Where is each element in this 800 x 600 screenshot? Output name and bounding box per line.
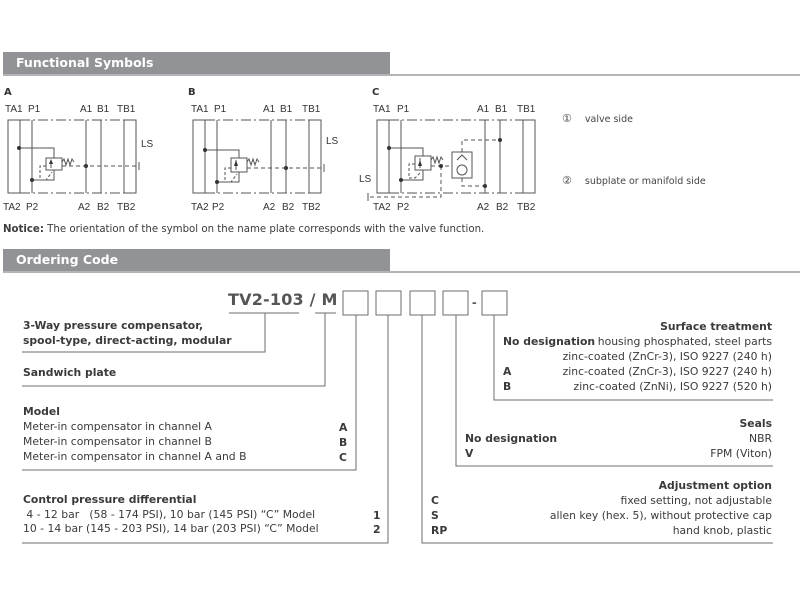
port-label: TA1 — [373, 104, 391, 115]
surface-option-text: zinc-coated (ZnNi), ISO 9227 (520 h) — [573, 380, 772, 393]
code-box-surface — [481, 290, 508, 316]
legend-subplate-side: ② subplate or manifold side — [562, 174, 706, 187]
functional-symbols-header: Functional Symbols — [3, 52, 390, 74]
functional-symbols-rule — [3, 74, 800, 76]
sandwich-label: Sandwich plate — [23, 366, 117, 379]
port-label: A2 — [477, 202, 490, 213]
code-dash: - — [472, 294, 477, 310]
port-label: TA2 — [3, 202, 21, 213]
port-label: P2 — [212, 202, 225, 213]
adjustment-option-text: allen key (hex. 5), without protective c… — [549, 509, 772, 522]
seals-option-code: V — [465, 447, 474, 460]
surface-option-code: A — [503, 365, 512, 378]
symbol-c-diagram: TA1 P1 A1 B1 TB1 TA2 P2 A2 B2 TB2 LS — [359, 104, 536, 213]
port-label: TB1 — [302, 104, 321, 115]
port-label: P1 — [214, 104, 227, 115]
model-option-code: C — [339, 451, 347, 464]
port-label: TB1 — [117, 104, 136, 115]
legend-marker: ② — [562, 174, 572, 187]
port-label: B2 — [282, 202, 295, 213]
symbol-a-letter: A — [4, 87, 12, 98]
notice-label: Notice: — [3, 224, 44, 235]
notice: Notice: The orientation of the symbol on… — [3, 224, 484, 235]
model-title: Model — [23, 405, 60, 418]
seals-option-text: NBR — [749, 432, 772, 445]
code-box-pressure — [375, 290, 402, 316]
surface-title: Surface treatment — [660, 320, 772, 333]
seals-title: Seals — [739, 417, 772, 430]
port-label: B2 — [496, 202, 509, 213]
surface-no-designation: No designation — [503, 335, 596, 348]
port-label: TA2 — [373, 202, 391, 213]
pressure-option-text: 10 - 14 bar (145 - 203 PSI), 14 bar (203… — [23, 522, 319, 535]
notice-text: The orientation of the symbol on the nam… — [43, 224, 485, 235]
port-label: P2 — [26, 202, 39, 213]
port-label: B1 — [97, 104, 110, 115]
port-label: B1 — [280, 104, 293, 115]
port-label: P1 — [28, 104, 41, 115]
ls-label: LS — [359, 174, 372, 185]
port-label: A2 — [263, 202, 276, 213]
port-label: B2 — [97, 202, 110, 213]
seals-option-code: No designation — [465, 432, 558, 445]
port-label: A1 — [263, 104, 276, 115]
port-label: TB2 — [302, 202, 321, 213]
model-option-text: Meter-in compensator in channel B — [23, 435, 212, 448]
port-label: A1 — [477, 104, 490, 115]
adjustment-option-text: hand knob, plastic — [672, 524, 772, 537]
surface-no-designation-text1: housing phosphated, steel parts — [597, 335, 772, 348]
model-option-text: Meter-in compensator in channel A — [23, 420, 212, 433]
pressure-option-code: 1 — [373, 509, 381, 522]
code-box-model — [342, 290, 369, 316]
port-label: TA1 — [5, 104, 23, 115]
pressure-option-text: 4 - 12 bar (58 - 174 PSI), 10 bar (145 P… — [23, 508, 316, 521]
ordering-code-prefix: TV2-103 / M — [228, 290, 338, 309]
code-box-seals — [442, 290, 469, 316]
ls-label: LS — [326, 136, 339, 147]
surface-no-designation-text2: zinc-coated (ZnCr-3), ISO 9227 (240 h) — [562, 350, 772, 363]
adjustment-title: Adjustment option — [658, 479, 772, 492]
surface-option-code: B — [503, 380, 512, 393]
port-label: A2 — [78, 202, 91, 213]
symbol-b-letter: B — [188, 87, 196, 98]
port-label: TB2 — [117, 202, 136, 213]
symbol-a-diagram: TA1 P1 A1 B1 TB1 TA2 P2 A2 B2 TB2 LS — [3, 104, 154, 213]
legend-text: valve side — [584, 114, 633, 125]
legend-marker: ① — [562, 112, 572, 125]
port-label: TB1 — [517, 104, 536, 115]
ordering-code-header: Ordering Code — [3, 249, 390, 271]
model-option-code: B — [339, 436, 348, 449]
legend-text: subplate or manifold side — [584, 176, 706, 187]
port-label: TB2 — [517, 202, 536, 213]
model-option-text: Meter-in compensator in channel A and B — [23, 450, 247, 463]
port-label: TA2 — [191, 202, 209, 213]
type-line2: spool-type, direct-acting, modular — [23, 334, 232, 347]
symbol-c-letter: C — [372, 87, 380, 98]
legend-valve-side: ① valve side — [562, 112, 633, 125]
port-label: B1 — [495, 104, 508, 115]
type-line1: 3-Way pressure compensator, — [23, 319, 204, 332]
pressure-title: Control pressure differential — [23, 493, 197, 506]
symbol-b-diagram: TA1 P1 A1 B1 TB1 TA2 P2 A2 B2 TB2 LS — [191, 104, 339, 213]
port-label: A1 — [80, 104, 93, 115]
port-label: P1 — [397, 104, 410, 115]
adjustment-option-text: fixed setting, not adjustable — [620, 494, 772, 507]
pressure-option-code: 2 — [373, 523, 381, 536]
surface-option-text: zinc-coated (ZnCr-3), ISO 9227 (240 h) — [562, 365, 772, 378]
ls-label: LS — [141, 139, 154, 150]
adjustment-option-code: C — [431, 494, 439, 507]
seals-option-text: FPM (Viton) — [710, 447, 772, 460]
ordering-code-rule — [3, 271, 800, 273]
port-label: TA1 — [191, 104, 209, 115]
port-label: P2 — [397, 202, 410, 213]
model-option-code: A — [339, 421, 348, 434]
adjustment-option-code: S — [431, 509, 439, 522]
code-box-adjustment — [409, 290, 436, 316]
adjustment-option-code: RP — [431, 524, 448, 537]
